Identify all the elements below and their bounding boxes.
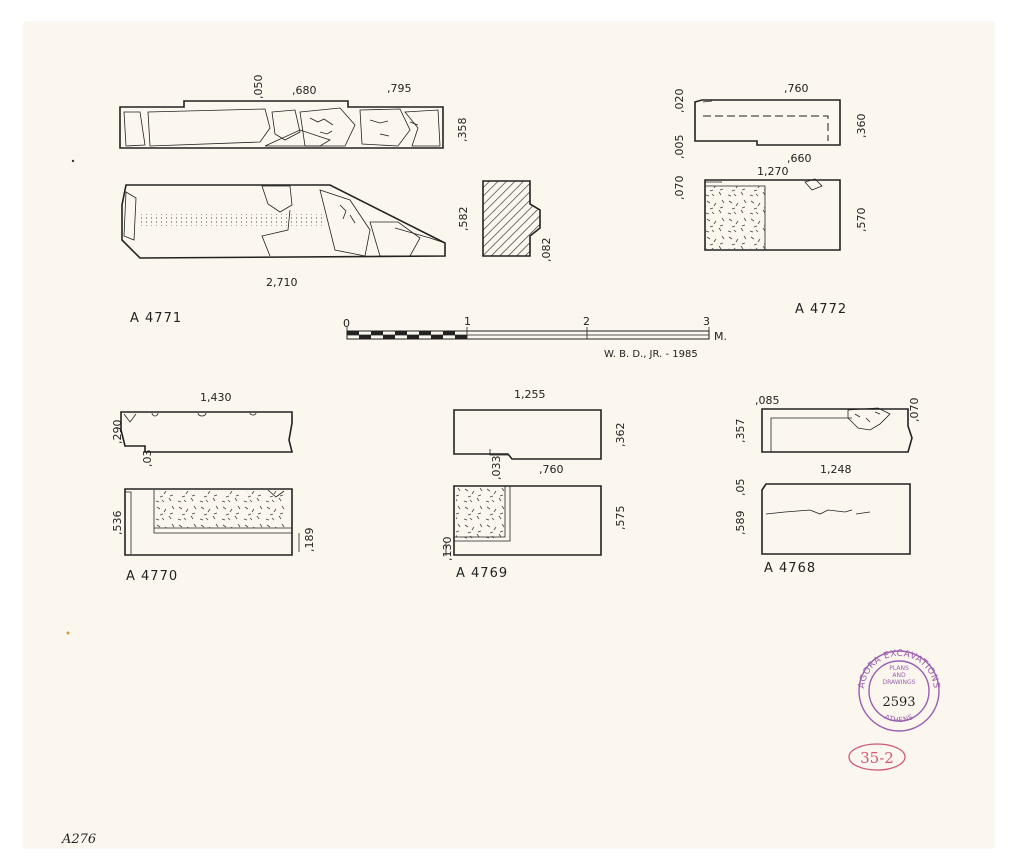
a4770-dim-536: ,536 (111, 511, 124, 536)
a4772-dim-660: ,660 (787, 152, 812, 165)
scale-unit: M. (714, 330, 727, 343)
a4768-dim-085: ,085 (755, 394, 780, 407)
a4769-dim-362: ,362 (614, 423, 627, 448)
svg-text:ATHENS: ATHENS (883, 713, 914, 724)
a4772-dim-760: ,760 (784, 82, 809, 95)
a4772-top-view (694, 99, 841, 146)
a4771-dim-795: ,795 (387, 82, 412, 95)
block-a4769 (445, 409, 602, 556)
block-a4772 (694, 99, 841, 251)
block-a4770 (120, 411, 300, 556)
a4768-dim-589: ,589 (734, 511, 747, 536)
a4772-dim-005: ,005 (673, 135, 686, 160)
a4771-front-view (121, 184, 446, 259)
a4771-dim-358: ,358 (456, 118, 469, 143)
block-a4771 (119, 100, 541, 259)
a4772-dim-1270: 1,270 (757, 165, 789, 178)
a4768-front-view (761, 483, 911, 555)
a4769-dim-760: ,760 (539, 463, 564, 476)
scale-tick-3: 3 (703, 315, 710, 328)
drawing-credit: W. B. D., JR. - 1985 (604, 349, 698, 360)
scale-tick-0: 0 (343, 317, 350, 330)
a4770-dim-290: ,290 (111, 420, 124, 445)
scale-bar: 0 1 2 3 M. W. B. D., JR. - 1985 (343, 315, 727, 360)
a4769-dim-575: ,575 (614, 506, 627, 531)
a4772-dim-020: ,020 (673, 89, 686, 114)
a4768-dim-05: ,05 (734, 479, 747, 497)
scale-tick-2: 2 (583, 315, 590, 328)
a4771-dim-050: ,050 (252, 75, 265, 100)
stamp-number: 2593 (882, 695, 915, 710)
a4771-catalogue-number: A 4771 (130, 311, 182, 326)
a4772-front-view (704, 178, 841, 251)
a4769-top-view (453, 409, 602, 460)
block-a4768 (761, 407, 913, 555)
stamp-inner-line-3: DRAWINGS (883, 679, 916, 686)
agora-excavations-stamp: AGORA EXCAVATIONS ATHENS PLANS AND DRAWI… (857, 649, 940, 732)
a4771-section (482, 180, 541, 257)
a4770-top-view (120, 411, 294, 453)
sheet-mark: 35-2 (848, 743, 906, 771)
a4768-dim-1248: 1,248 (820, 463, 852, 476)
a4769-dim-033: ,033 (490, 456, 503, 481)
a4771-dim-582: ,582 (457, 207, 470, 232)
sheet-mark-text: 35-2 (860, 749, 894, 767)
a4772-dim-360: ,360 (855, 114, 868, 139)
a4772-dim-070: ,070 (673, 176, 686, 201)
a4770-dim-1430: 1,430 (200, 391, 232, 404)
a4768-catalogue-number: A 4768 (764, 561, 816, 576)
a4770-dim-03: ,03 (141, 450, 154, 468)
a4772-dim-570: ,570 (855, 208, 868, 233)
a4770-dim-189: ,189 (303, 528, 316, 553)
a4772-catalogue-number: A 4772 (795, 302, 847, 317)
a4769-catalogue-number: A 4769 (456, 566, 508, 581)
stamp-inner-line-1: PLANS (889, 665, 909, 672)
a4770-catalogue-number: A 4770 (126, 569, 178, 584)
stamp-inner-line-2: AND (892, 672, 906, 679)
a4770-front-view (124, 488, 300, 556)
a4768-top-view (761, 407, 913, 453)
a4771-dim-082: ,082 (540, 238, 553, 263)
scale-tick-1: 1 (464, 315, 471, 328)
a4769-dim-1255: 1,255 (514, 388, 546, 401)
stamp-ring-bottom: ATHENS (883, 713, 914, 724)
a4771-top-view (119, 100, 444, 149)
a4771-dim-680: ,680 (292, 84, 317, 97)
a4768-dim-357: ,357 (734, 419, 747, 444)
corner-note: A276 (61, 832, 96, 847)
a4769-front-view (445, 485, 602, 556)
a4769-dim-130: ,130 (441, 537, 454, 562)
a4768-dim-070: ,070 (908, 398, 921, 423)
a4771-dim-2710: 2,710 (266, 276, 298, 289)
